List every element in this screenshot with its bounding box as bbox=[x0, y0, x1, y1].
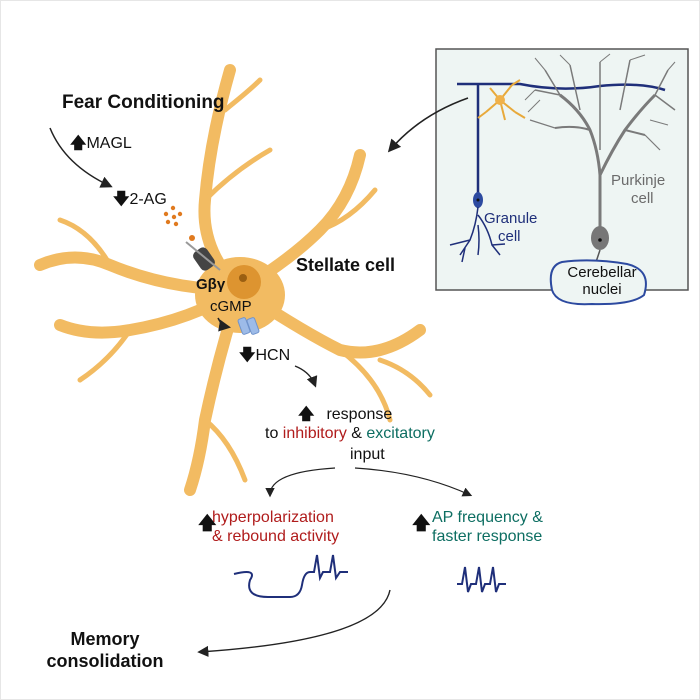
split-right-arrow bbox=[354, 467, 473, 497]
cb1-receptor-icon bbox=[185, 235, 221, 271]
stellate-cell-label: Stellate cell bbox=[296, 255, 396, 275]
purkinje-cell-label: Purkinje cell bbox=[611, 172, 666, 207]
purkinje-dendritic-tree bbox=[524, 53, 676, 230]
excitatory-text: excitatory bbox=[366, 425, 435, 442]
2ag-label: 🡇2-AG bbox=[113, 188, 167, 215]
inset-pointer-arrow bbox=[387, 97, 469, 153]
gbg-label: Gβγ bbox=[196, 276, 226, 293]
cerebellum-inset bbox=[435, 48, 689, 306]
branch-right-text: 🡅 AP frequency & faster response bbox=[412, 509, 543, 545]
hcn-label: 🡇HCN bbox=[239, 344, 290, 371]
mini-stellate-soma bbox=[495, 95, 505, 105]
cerebellar-nuclei-shape bbox=[549, 259, 647, 306]
nucleolus bbox=[239, 274, 247, 282]
hcn-channel-icon bbox=[237, 317, 260, 335]
up-arrow-icon: 🡅 bbox=[198, 513, 217, 533]
memory-consolidation-label: Memory consolidation bbox=[46, 629, 164, 671]
nucleus bbox=[227, 265, 261, 299]
down-arrow-icon: 🡇 bbox=[113, 191, 130, 208]
hcn-to-response-arrow bbox=[294, 365, 318, 388]
granule-cell-label: Granule cell bbox=[484, 210, 538, 245]
response-line1: 🡅response bbox=[298, 403, 392, 430]
rebound-trace bbox=[233, 554, 348, 598]
up-arrow-icon: 🡅 bbox=[70, 135, 87, 152]
split-left-arrow bbox=[265, 467, 336, 498]
response-line3: input bbox=[350, 446, 385, 463]
cgmp-to-hcn-arrow bbox=[217, 317, 231, 332]
ap-frequency-trace bbox=[457, 566, 506, 593]
to-memory-arrow bbox=[197, 589, 391, 658]
response-line2: to inhibitory & excitatory bbox=[265, 425, 435, 442]
fear-to-2ag-arrow bbox=[49, 127, 113, 188]
granule-dendrites bbox=[449, 206, 506, 263]
cerebellar-nuclei-label: Cerebellar nuclei bbox=[567, 264, 637, 298]
cgmp-label: cGMP bbox=[210, 298, 252, 315]
inhibitory-text: inhibitory bbox=[282, 425, 347, 442]
branch-left-text: 🡅 hyperpolarization & rebound activity bbox=[198, 509, 340, 545]
up-arrow-icon: 🡅 bbox=[298, 406, 315, 423]
2-ag-molecules bbox=[163, 205, 183, 227]
fear-conditioning-label: Fear Conditioning bbox=[62, 92, 225, 113]
down-arrow-icon: 🡇 bbox=[239, 347, 256, 364]
magl-label: 🡅MAGL bbox=[70, 132, 132, 159]
purkinje-soma bbox=[591, 226, 609, 250]
up-arrow-icon: 🡅 bbox=[412, 513, 431, 533]
